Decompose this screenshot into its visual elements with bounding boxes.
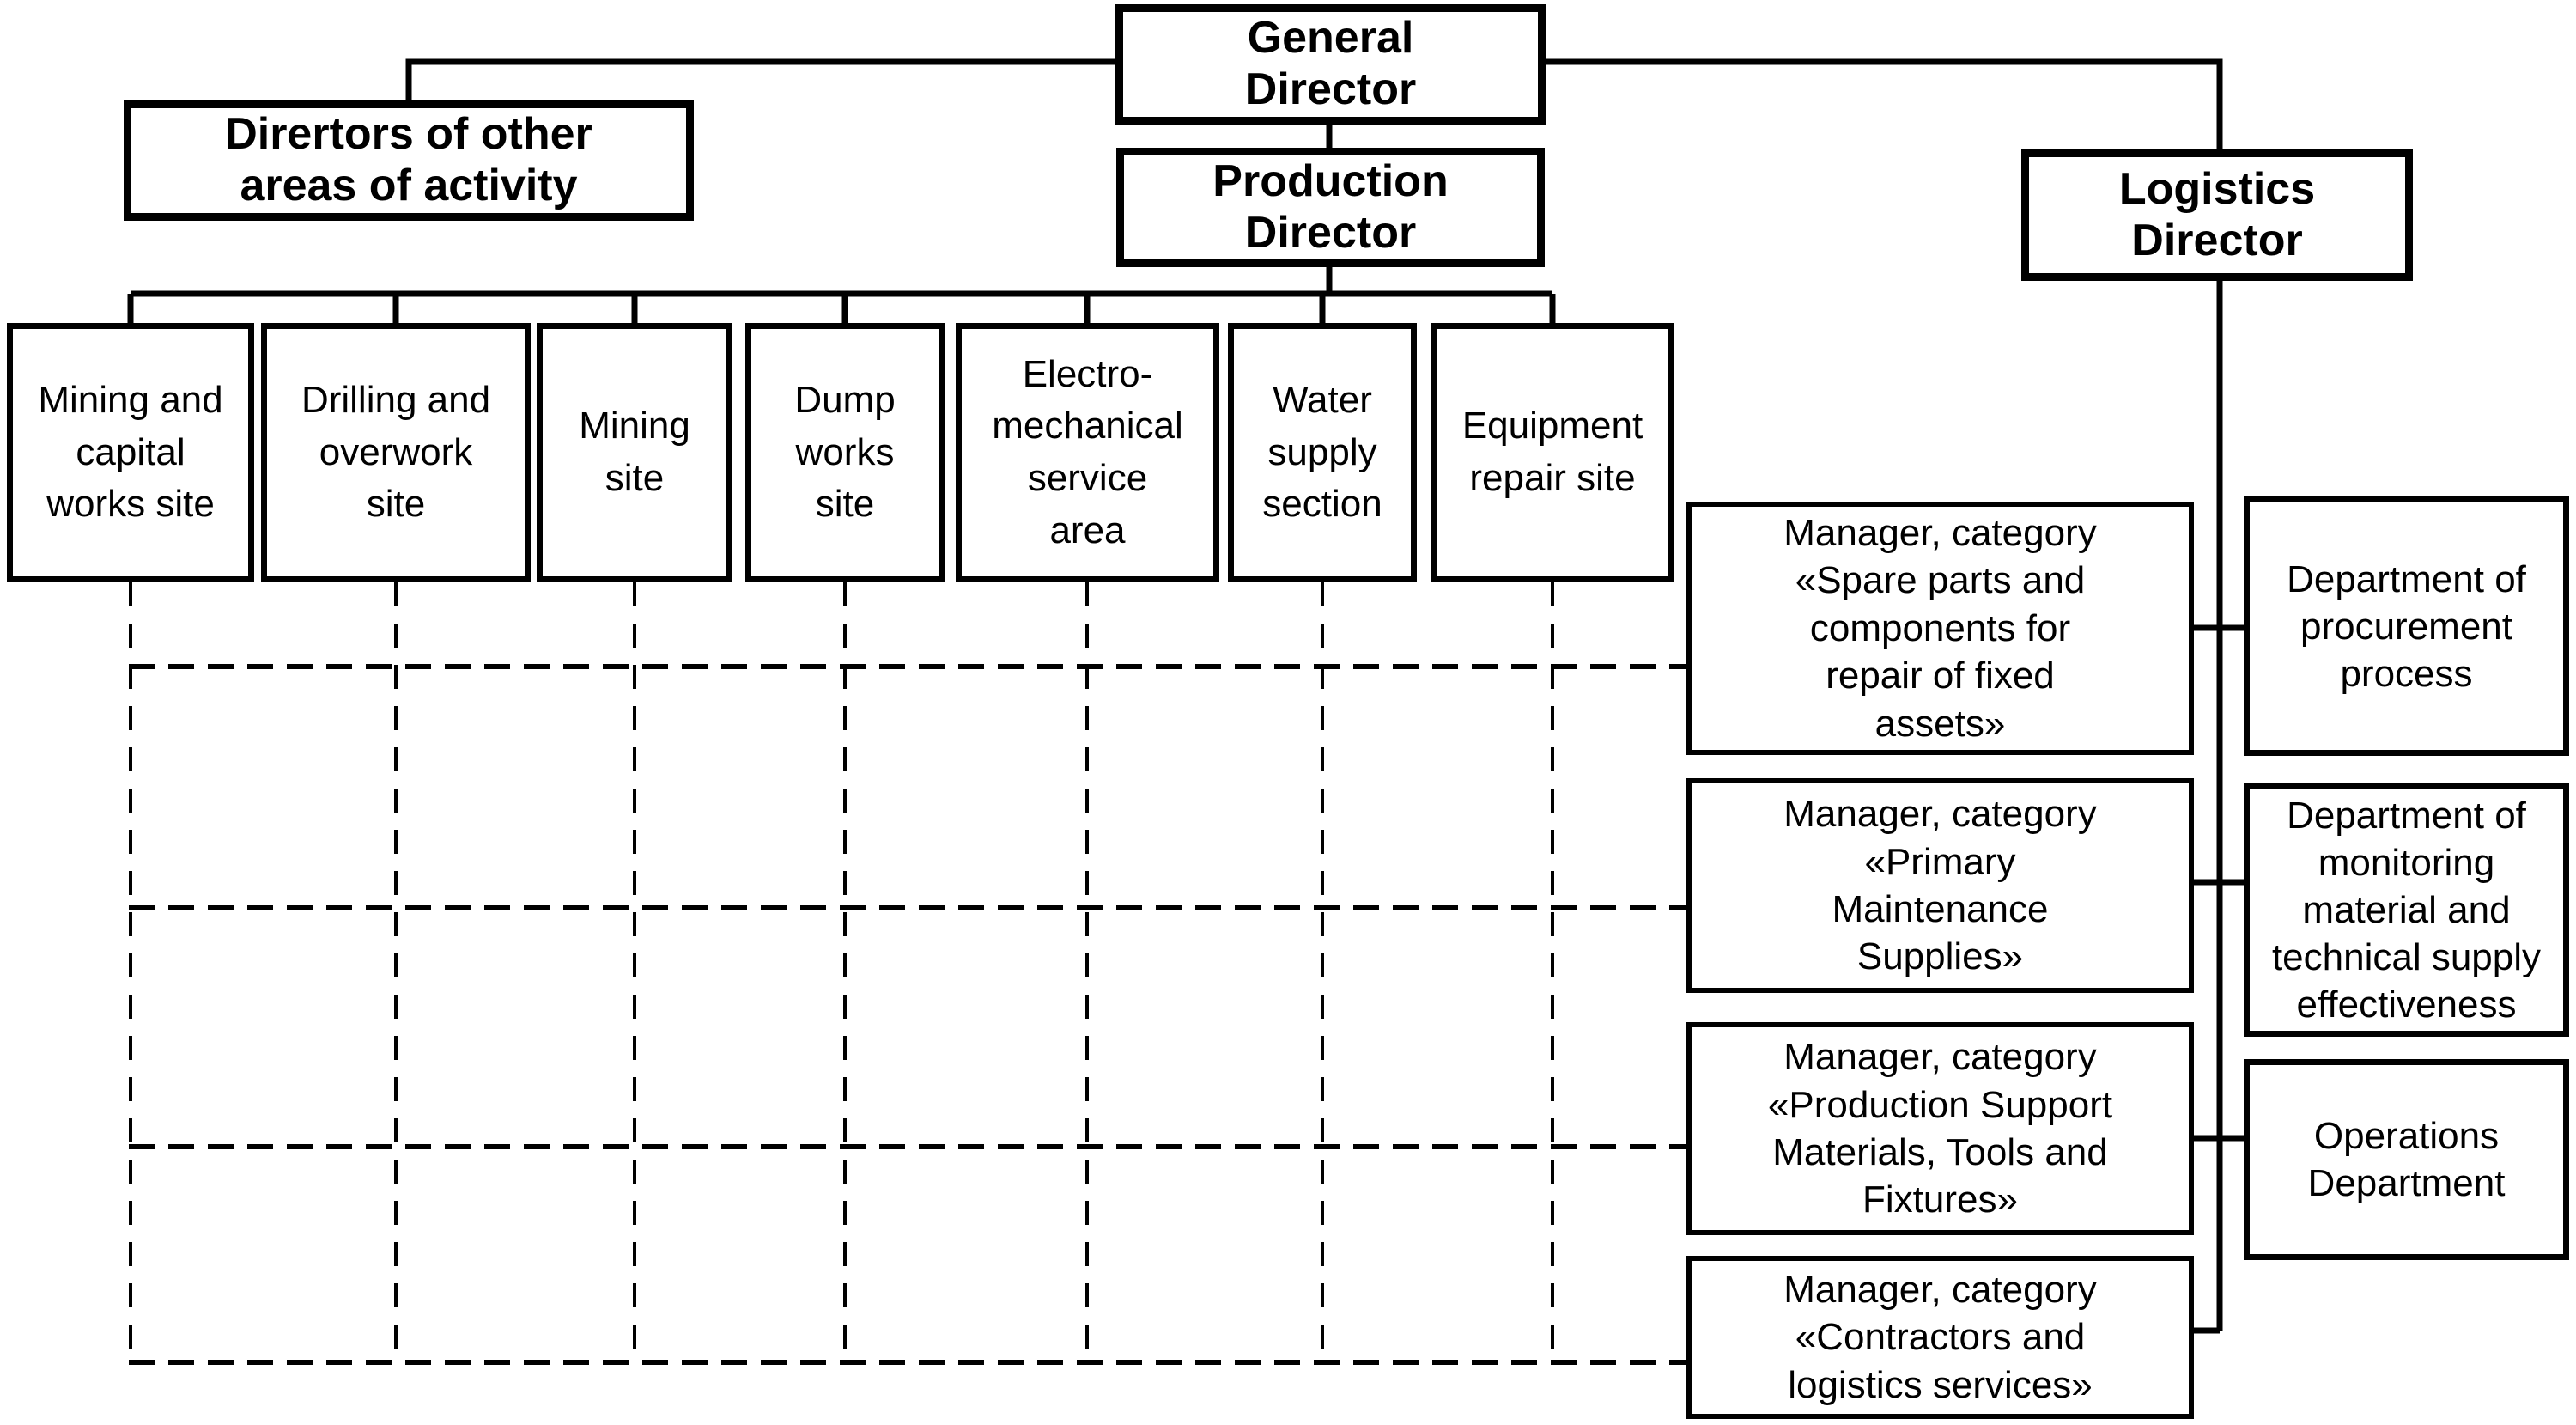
manager-label: Manager, category «Contractors and logis… [1783,1268,2097,1406]
site-box-mining: Mining site [537,323,732,582]
edge-general-to-other-directors [405,58,1116,103]
site-box-dump-works: Dump works site [745,323,945,582]
site-label: Mining site [579,405,690,499]
manager-box-production-support: Manager, category «Production Support Ma… [1686,1022,2194,1235]
site-box-water-supply: Water supply section [1228,323,1417,582]
production-director-label: Production Director [1212,155,1449,258]
edge-general-to-logistics [1546,58,2223,153]
site-label: Drilling and overwork site [301,378,491,526]
dept-label: Department of monitoring material and te… [2271,795,2542,1026]
production-director-box: Production Director [1116,148,1545,267]
site-label: Equipment repair site [1461,405,1643,499]
general-director-box: General Director [1115,4,1546,125]
logistics-director-label: Logistics Director [2118,163,2316,265]
general-director-label: General Director [1244,13,1417,114]
manager-box-contractors-logistics: Manager, category «Contractors and logis… [1686,1256,2194,1419]
site-label: Mining and capital works site [38,378,223,526]
site-label: Water supply section [1262,378,1382,526]
site-box-electromechanical-service: Electro- mechanical service area [956,323,1219,582]
other-directors-box: Dirertors of other areas of activity [124,100,694,221]
manager-label: Manager, category «Primary Maintenance S… [1783,793,2097,978]
site-label: Dump works site [794,378,896,526]
manager-box-spare-parts: Manager, category «Spare parts and compo… [1686,502,2194,755]
other-directors-label: Dirertors of other areas of activity [225,109,592,210]
manager-label: Manager, category «Production Support Ma… [1767,1036,2113,1221]
logistics-director-box: Logistics Director [2021,149,2413,281]
site-box-mining-capital-works: Mining and capital works site [7,323,254,582]
dept-label: Operations Department [2307,1115,2506,1204]
dept-box-monitoring-supply: Department of monitoring material and te… [2244,783,2569,1037]
dept-box-operations: Operations Department [2244,1059,2569,1260]
manager-label: Manager, category «Spare parts and compo… [1783,511,2097,745]
manager-box-primary-maintenance: Manager, category «Primary Maintenance S… [1686,778,2194,993]
dept-label: Department of procurement process [2287,557,2526,695]
site-box-drilling-overwork: Drilling and overwork site [261,323,531,582]
site-label: Electro- mechanical service area [992,352,1183,551]
site-box-equipment-repair: Equipment repair site [1431,323,1674,582]
dept-box-procurement-process: Department of procurement process [2244,496,2569,756]
